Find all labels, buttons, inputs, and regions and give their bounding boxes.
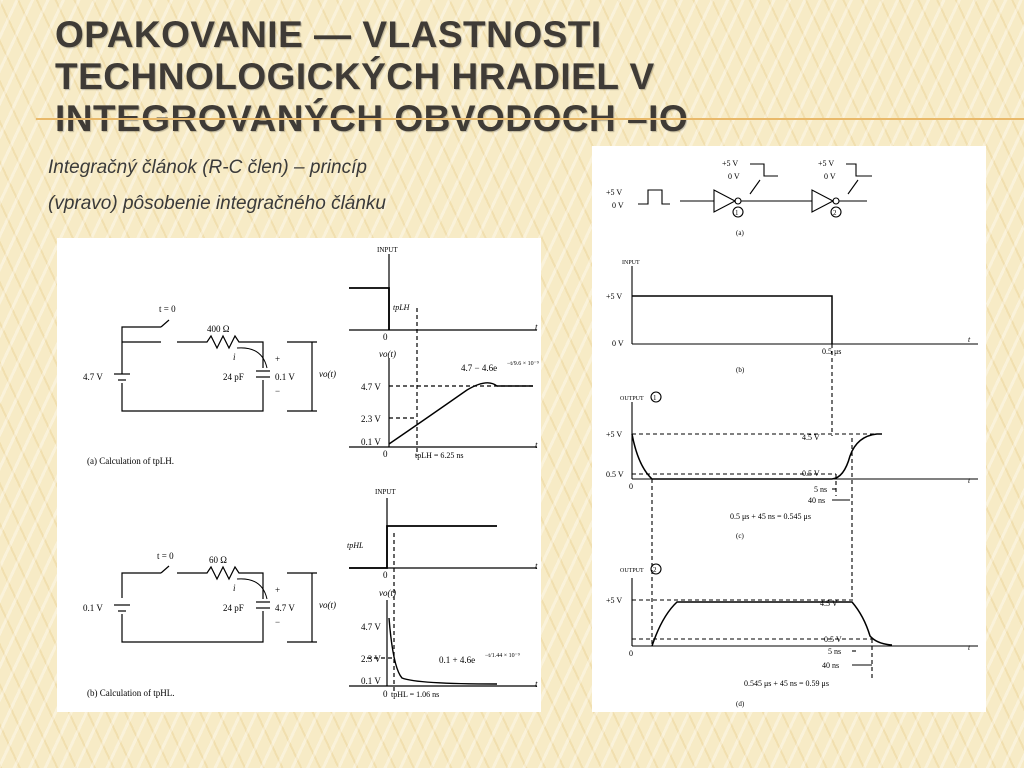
- b-zero-label: 0: [383, 570, 388, 580]
- gate-delay-figure: +5 V 0 V +5 V 0 V +5 V 0 V 1 2 (a) INPUT…: [592, 146, 986, 712]
- ra-gate2: 2: [833, 209, 837, 217]
- b-switch-label: t = 0: [157, 551, 174, 561]
- b-formula: 0.1 + 4.6e: [439, 655, 475, 665]
- rc-caption: (c): [736, 532, 744, 540]
- ra-v5-2: +5 V: [818, 159, 834, 168]
- rb-v0: 0 V: [612, 339, 624, 348]
- rc-v45: 4.5 V: [802, 433, 820, 442]
- a-minus-sign: −: [275, 386, 280, 396]
- b-level-mid: 2.3 V: [361, 654, 381, 664]
- a-capvoltage-label: 0.1 V: [275, 372, 295, 382]
- rd-t-axis: t: [968, 643, 971, 652]
- rc-v5: +5 V: [606, 430, 622, 439]
- a-plus-sign: +: [275, 354, 280, 364]
- a-t-axis-2: t: [535, 440, 538, 450]
- a-level-mid: 2.3 V: [361, 414, 381, 424]
- ra-v5-in: +5 V: [606, 188, 622, 197]
- b-source-label: 0.1 V: [83, 603, 103, 613]
- b-capacitor-label: 24 pF: [223, 603, 244, 613]
- a-level-high: 4.7 V: [361, 382, 381, 392]
- b-vo-label: vo(t): [379, 588, 396, 598]
- a-delay-label: tpLH: [393, 303, 411, 312]
- rc-gate-num: 1: [653, 394, 657, 402]
- rc-d1: 5 ns: [814, 485, 827, 494]
- b-capvoltage-label: 4.7 V: [275, 603, 295, 613]
- b-formula-exponent: −t/1.44 × 10⁻⁹: [485, 653, 520, 659]
- rd-d2: 40 ns: [822, 661, 839, 670]
- ra-v0-1: 0 V: [728, 172, 740, 181]
- b-zero-label-2: 0: [383, 689, 388, 699]
- a-input-label: INPUT: [377, 246, 398, 254]
- title-line-1: OPAKOVANIE — VLASTNOSTI TECHNOLOGICKÝCH …: [55, 14, 655, 97]
- b-t-axis-2: t: [535, 679, 538, 689]
- rc-sum: 0.5 μs + 45 ns = 0.545 μs: [730, 512, 811, 521]
- a-current-label: i: [233, 352, 236, 362]
- b-result: tpHL = 1.06 ns: [391, 690, 439, 699]
- b-caption: (b) Calculation of tpHL.: [87, 688, 174, 698]
- a-caption: (a) Calculation of tpLH.: [87, 456, 174, 466]
- rb-input-label: INPUT: [622, 260, 640, 266]
- rb-t-end: 0.5 μs: [822, 347, 841, 356]
- slide-title: OPAKOVANIE — VLASTNOSTI TECHNOLOGICKÝCH …: [55, 14, 995, 140]
- rc-v05b: 0.5 V: [606, 470, 624, 479]
- b-current-label: i: [233, 583, 236, 593]
- gate-delay-diagram: +5 V 0 V +5 V 0 V +5 V 0 V 1 2 (a) INPUT…: [606, 159, 978, 708]
- rd-v5: +5 V: [606, 596, 622, 605]
- rb-caption: (b): [736, 366, 745, 374]
- rc-circuit-diagram: t = 0 400 Ω i 4.7 V 24 pF 0.1 V + − vo(t…: [83, 246, 539, 699]
- rd-d1: 5 ns: [828, 647, 841, 656]
- a-source-label: 4.7 V: [83, 372, 103, 382]
- ra-v5-1: +5 V: [722, 159, 738, 168]
- b-output-label: vo(t): [319, 600, 336, 610]
- a-zero-label: 0: [383, 332, 388, 342]
- b-level-high: 4.7 V: [361, 622, 381, 632]
- a-level-low: 0.1 V: [361, 437, 381, 447]
- a-zero-label-2: 0: [383, 449, 388, 459]
- a-switch-label: t = 0: [159, 304, 176, 314]
- rd-gate-num: 2: [653, 566, 657, 574]
- rc-d2: 40 ns: [808, 496, 825, 505]
- b-level-low: 0.1 V: [361, 676, 381, 686]
- a-result: tpLH = 6.25 ns: [415, 451, 464, 460]
- a-capacitor-label: 24 pF: [223, 372, 244, 382]
- ra-v0-2: 0 V: [824, 172, 836, 181]
- b-minus-sign: −: [275, 617, 280, 627]
- rc-zero: 0: [629, 482, 633, 491]
- a-vo-label: vo(t): [379, 349, 396, 359]
- a-formula-exponent: −t/9.6 × 10⁻⁹: [507, 361, 539, 367]
- b-plus-sign: +: [275, 585, 280, 595]
- slide-body-text: Integračný článok (R-C člen) – princíp (…: [48, 150, 386, 222]
- rd-sum: 0.545 μs + 45 ns = 0.59 μs: [744, 679, 829, 688]
- ra-caption: (a): [736, 229, 744, 237]
- b-resistor-label: 60 Ω: [209, 555, 227, 565]
- b-input-label: INPUT: [375, 488, 396, 496]
- rb-v5: +5 V: [606, 292, 622, 301]
- rc-circuit-figure: t = 0 400 Ω i 4.7 V 24 pF 0.1 V + − vo(t…: [57, 238, 541, 712]
- rd-zero: 0: [629, 649, 633, 658]
- title-divider: [36, 118, 1024, 120]
- rd-output-label: OUTPUT: [620, 568, 644, 574]
- ra-gate1: 1: [735, 209, 739, 217]
- rd-v05: 0.5 V: [824, 635, 842, 644]
- a-t-axis: t: [535, 322, 538, 332]
- rb-t-axis: t: [968, 335, 971, 344]
- body-line-1: Integračný článok (R-C člen) – princíp: [48, 157, 367, 178]
- rd-caption: (d): [736, 700, 745, 708]
- b-t-axis: t: [535, 561, 538, 571]
- rc-t-axis: t: [968, 476, 971, 485]
- rd-v45: 4.5 V: [820, 599, 838, 608]
- a-output-label: vo(t): [319, 369, 336, 379]
- body-line-2: (vpravo) pôsobenie integračného článku: [48, 193, 386, 214]
- b-delay-label: tpHL: [347, 541, 364, 550]
- rc-v05: 0.5 V: [802, 469, 820, 478]
- ra-v0-in: 0 V: [612, 201, 624, 210]
- rc-output-label: OUTPUT: [620, 396, 644, 402]
- a-formula: 4.7 − 4.6e: [461, 363, 497, 373]
- a-resistor-label: 400 Ω: [207, 324, 230, 334]
